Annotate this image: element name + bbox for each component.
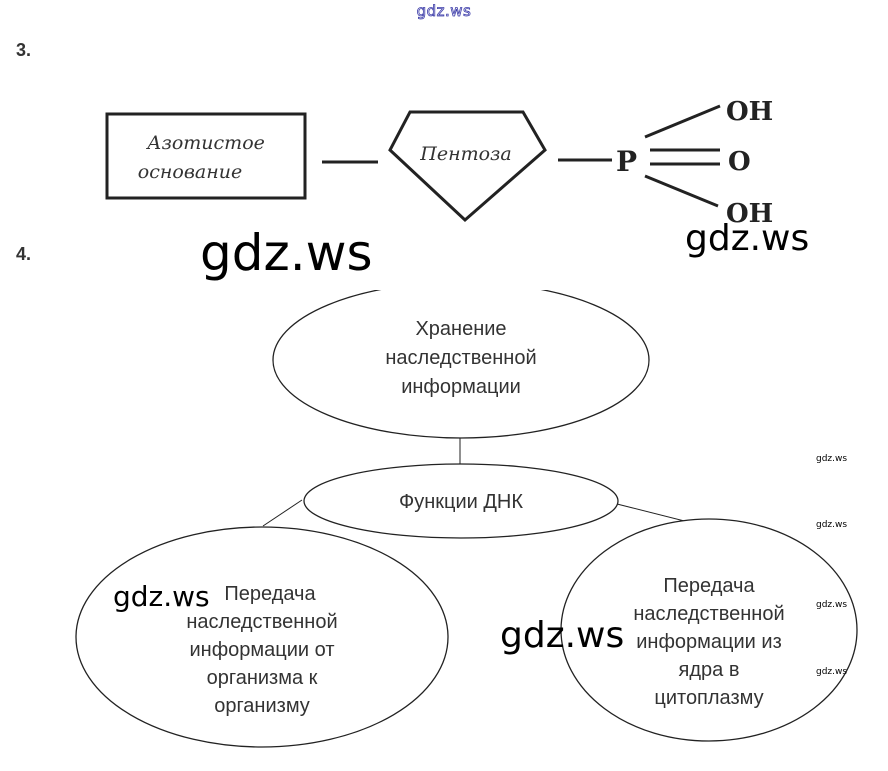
task-3-number: 3. [16, 40, 32, 60]
node-storage [272, 290, 650, 439]
watermark-small-1: gdz.ws [816, 454, 848, 464]
connector-center-left [262, 499, 303, 527]
nitrogen-base-label-1: Азотистое [145, 132, 265, 154]
node-dna-functions-label: Функции ДНК [399, 491, 523, 513]
watermark-small-2: gdz.ws [816, 520, 848, 530]
node-left-line-4: организма к [207, 667, 318, 689]
oh-top: OH [726, 97, 773, 127]
node-storage-line-3: информации [401, 376, 521, 398]
node-storage-line-1: Хранение [415, 318, 506, 340]
dna-functions-diagram: Хранение наследственной информации Функц… [75, 290, 858, 748]
node-left-line-2: наследственной [186, 611, 337, 633]
watermark-small-4: gdz.ws [816, 667, 848, 677]
nitrogen-base-box [105, 112, 307, 200]
node-right-line-4: ядра в [679, 659, 740, 681]
watermark-top: gdz.ws [416, 2, 472, 21]
node-dna-functions [303, 463, 619, 539]
bond-p-oh-bottom [644, 174, 719, 208]
nitrogen-base-label-2: основание [138, 161, 242, 183]
node-nucleus-transfer [560, 518, 858, 742]
pentose-label: Пентоза [419, 143, 511, 165]
node-storage-line-2: наследственной [385, 347, 536, 369]
node-left-line-3: информации от [190, 639, 335, 661]
node-left-line-1: Передача [224, 583, 316, 605]
node-organism-transfer [75, 526, 449, 748]
watermark-big-4: gdz.ws [500, 615, 625, 656]
pentose-shape [388, 110, 547, 223]
phosphorus-symbol: P [616, 145, 637, 178]
watermark-big-3: gdz.ws [685, 218, 810, 259]
node-right-line-3: информации из [636, 631, 782, 653]
watermark-small-3: gdz.ws [816, 600, 848, 610]
watermark-big-1: gdz.ws [200, 224, 373, 282]
watermark-big-2: gdz.ws [113, 580, 210, 613]
node-right-line-2: наследственной [633, 603, 784, 625]
oxygen-double: O [728, 147, 751, 177]
oh-bottom: OH [726, 199, 773, 229]
bond-p-oh-top [644, 104, 721, 139]
task-4-number: 4. [16, 244, 32, 264]
node-right-line-1: Передача [663, 575, 755, 597]
node-left-line-5: организму [214, 695, 310, 717]
node-right-line-5: цитоплазму [654, 687, 763, 709]
nucleotide-diagram: Азотистое основание Пентоза P OH O OH [105, 97, 773, 229]
